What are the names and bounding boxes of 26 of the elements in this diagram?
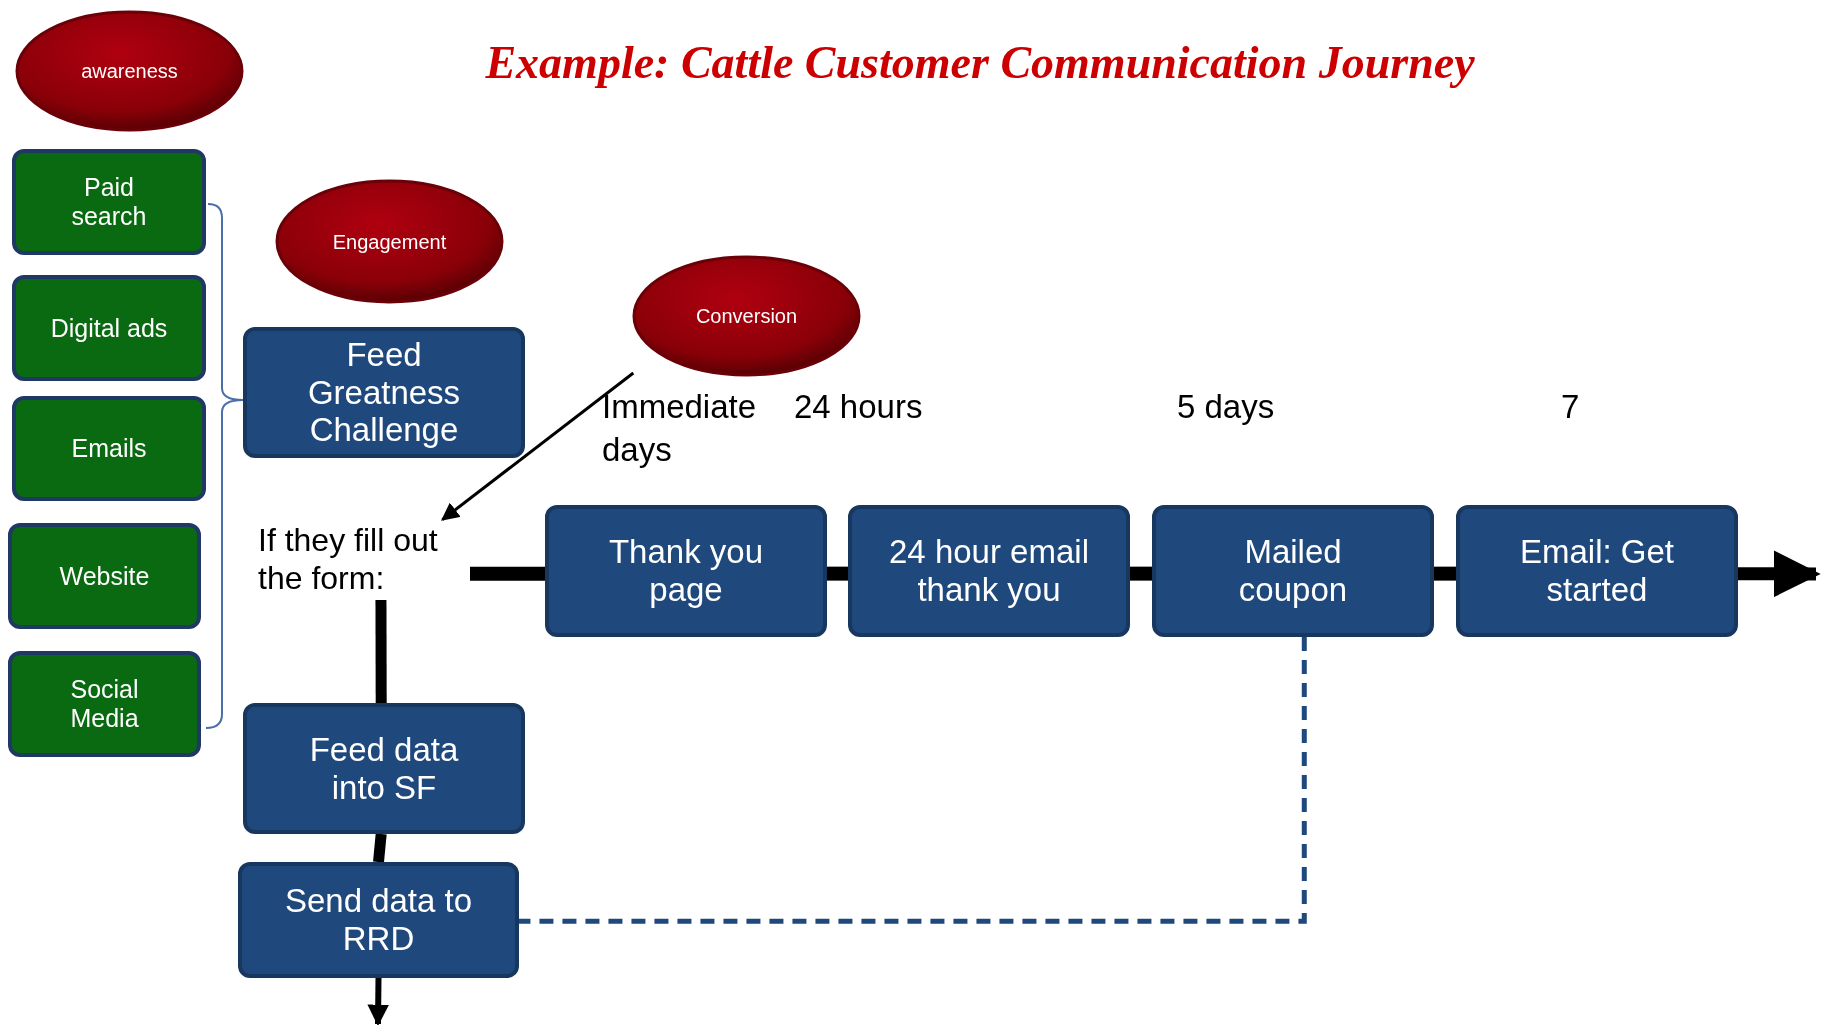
stage-ellipse: Conversion (631, 254, 862, 378)
arrow (367, 977, 389, 1025)
channel-box: Emails (12, 396, 206, 501)
process-box: Email: Get started (1456, 505, 1738, 637)
arrow (441, 371, 635, 521)
process-box: Thank you page (545, 505, 827, 637)
channel-box: Website (8, 523, 201, 629)
condition-text: If they fill out the form: (258, 518, 470, 600)
process-box: Mailed coupon (1152, 505, 1434, 637)
process-box: Feed data into SF (243, 703, 525, 834)
dashed-connector (519, 637, 1307, 924)
stage-ellipse: Engagement (274, 178, 505, 305)
time-label: days (602, 430, 672, 470)
time-label: 24 hours (794, 387, 923, 427)
stage-ellipse: awareness (14, 9, 245, 133)
time-label: Immediate (602, 387, 757, 427)
time-label: 7 (1561, 387, 1580, 427)
channel-box: Digital ads (12, 275, 206, 381)
arrow (1737, 550, 1821, 598)
title: Example: Cattle Customer Communication Journey (484, 36, 1476, 90)
channel-box: Paid search (12, 149, 206, 255)
time-label: 5 days (1177, 387, 1275, 427)
process-box: Feed Greatness Challenge (243, 327, 525, 458)
process-box: 24 hour email thank you (848, 505, 1130, 637)
channel-box: Social Media (8, 651, 201, 757)
process-box: Send data to RRD (238, 862, 519, 978)
